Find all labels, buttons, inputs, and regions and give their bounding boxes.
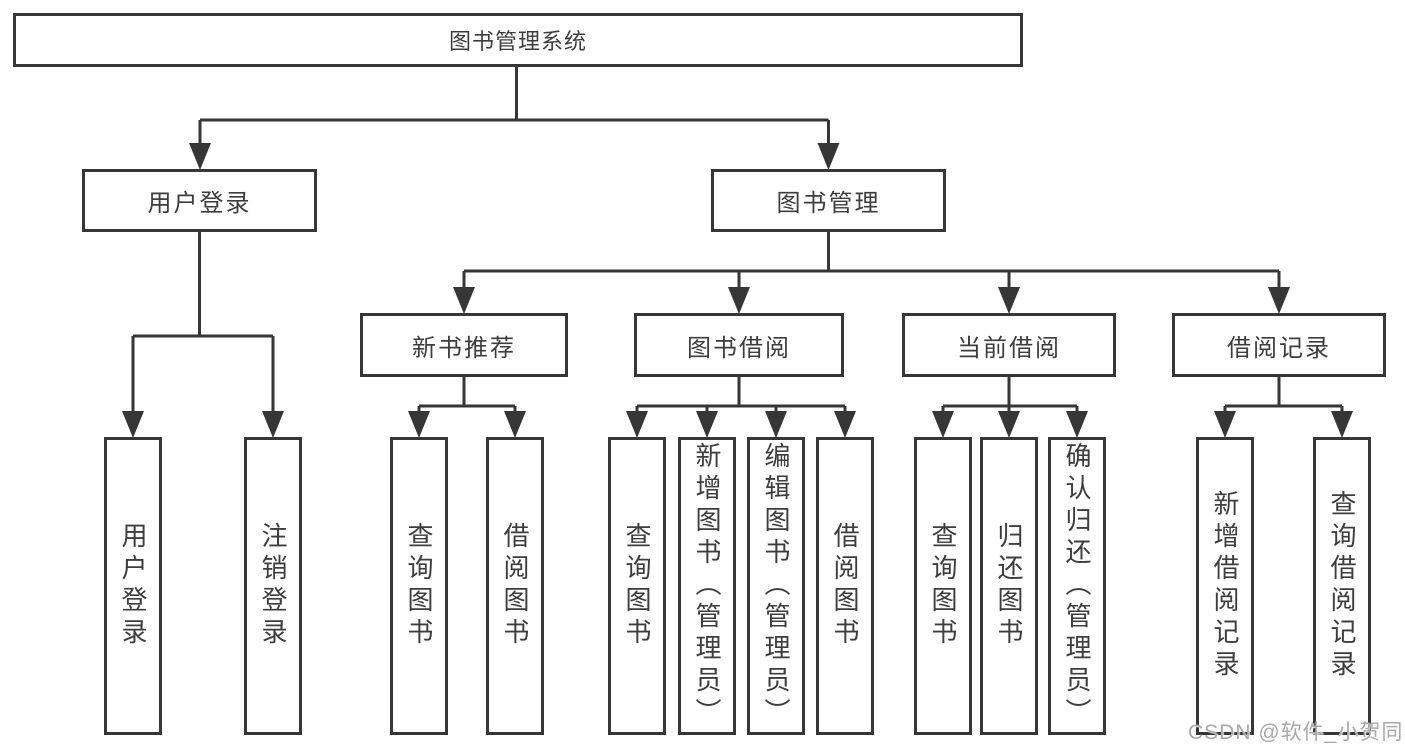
leaf-bb-add-books-admin-label: 新增图书（管理员） xyxy=(692,442,722,730)
leaf-user-login: 用户登录 xyxy=(104,437,162,735)
tree-edges xyxy=(131,67,1344,434)
node-book-borrowing: 图书借阅 xyxy=(634,313,844,377)
node-current-borrowing-label: 当前借阅 xyxy=(957,334,1061,362)
leaf-bb-edit-books-admin: 编辑图书（管理员） xyxy=(747,437,805,735)
leaf-br-query-record: 查询借阅记录 xyxy=(1313,437,1371,735)
node-current-borrowing: 当前借阅 xyxy=(902,313,1116,377)
leaf-nbr-borrow-books-label: 借阅图书 xyxy=(500,522,530,650)
leaf-cb-confirm-return-admin: 确认归还（管理员） xyxy=(1048,437,1106,735)
leaf-bb-borrow-books-label: 借阅图书 xyxy=(830,522,860,650)
leaf-logout-label: 注销登录 xyxy=(258,522,288,650)
node-library-system-label: 图书管理系统 xyxy=(448,29,587,54)
node-book-management-label: 图书管理 xyxy=(776,190,881,217)
leaf-user-login-label: 用户登录 xyxy=(118,522,148,650)
node-book-management: 图书管理 xyxy=(711,169,946,232)
node-new-book-recommend-label: 新书推荐 xyxy=(412,334,516,362)
leaf-bb-edit-books-admin-label: 编辑图书（管理员） xyxy=(761,442,791,730)
leaf-cb-return-books: 归还图书 xyxy=(980,437,1038,735)
node-book-borrowing-label: 图书借阅 xyxy=(687,334,791,362)
leaf-bb-borrow-books: 借阅图书 xyxy=(816,437,874,735)
leaf-cb-query-books: 查询图书 xyxy=(914,437,972,735)
node-library-system: 图书管理系统 xyxy=(13,13,1023,67)
leaf-cb-query-books-label: 查询图书 xyxy=(928,522,958,650)
leaf-cb-return-books-label: 归还图书 xyxy=(994,522,1024,650)
leaf-cb-confirm-return-admin-label: 确认归还（管理员） xyxy=(1062,442,1092,730)
node-new-book-recommend: 新书推荐 xyxy=(360,313,568,377)
leaf-bb-add-books-admin: 新增图书（管理员） xyxy=(678,437,736,735)
node-borrowing-records-label: 借阅记录 xyxy=(1227,334,1331,362)
node-user-login: 用户登录 xyxy=(82,169,317,232)
leaf-nbr-borrow-books: 借阅图书 xyxy=(486,437,544,735)
leaf-br-add-record: 新增借阅记录 xyxy=(1196,437,1254,735)
leaf-logout: 注销登录 xyxy=(244,437,302,735)
leaf-bb-query-books: 查询图书 xyxy=(608,437,666,735)
leaf-nbr-query-books-label: 查询图书 xyxy=(404,522,434,650)
node-borrowing-records: 借阅记录 xyxy=(1172,313,1386,377)
node-user-login-label: 用户登录 xyxy=(147,190,252,217)
leaf-nbr-query-books: 查询图书 xyxy=(390,437,448,735)
csdn-watermark: CSDN @软件_小贺同学 xyxy=(1188,721,1405,744)
leaf-br-add-record-label: 新增借阅记录 xyxy=(1210,490,1240,682)
leaf-bb-query-books-label: 查询图书 xyxy=(622,522,652,650)
leaf-br-query-record-label: 查询借阅记录 xyxy=(1327,490,1357,682)
